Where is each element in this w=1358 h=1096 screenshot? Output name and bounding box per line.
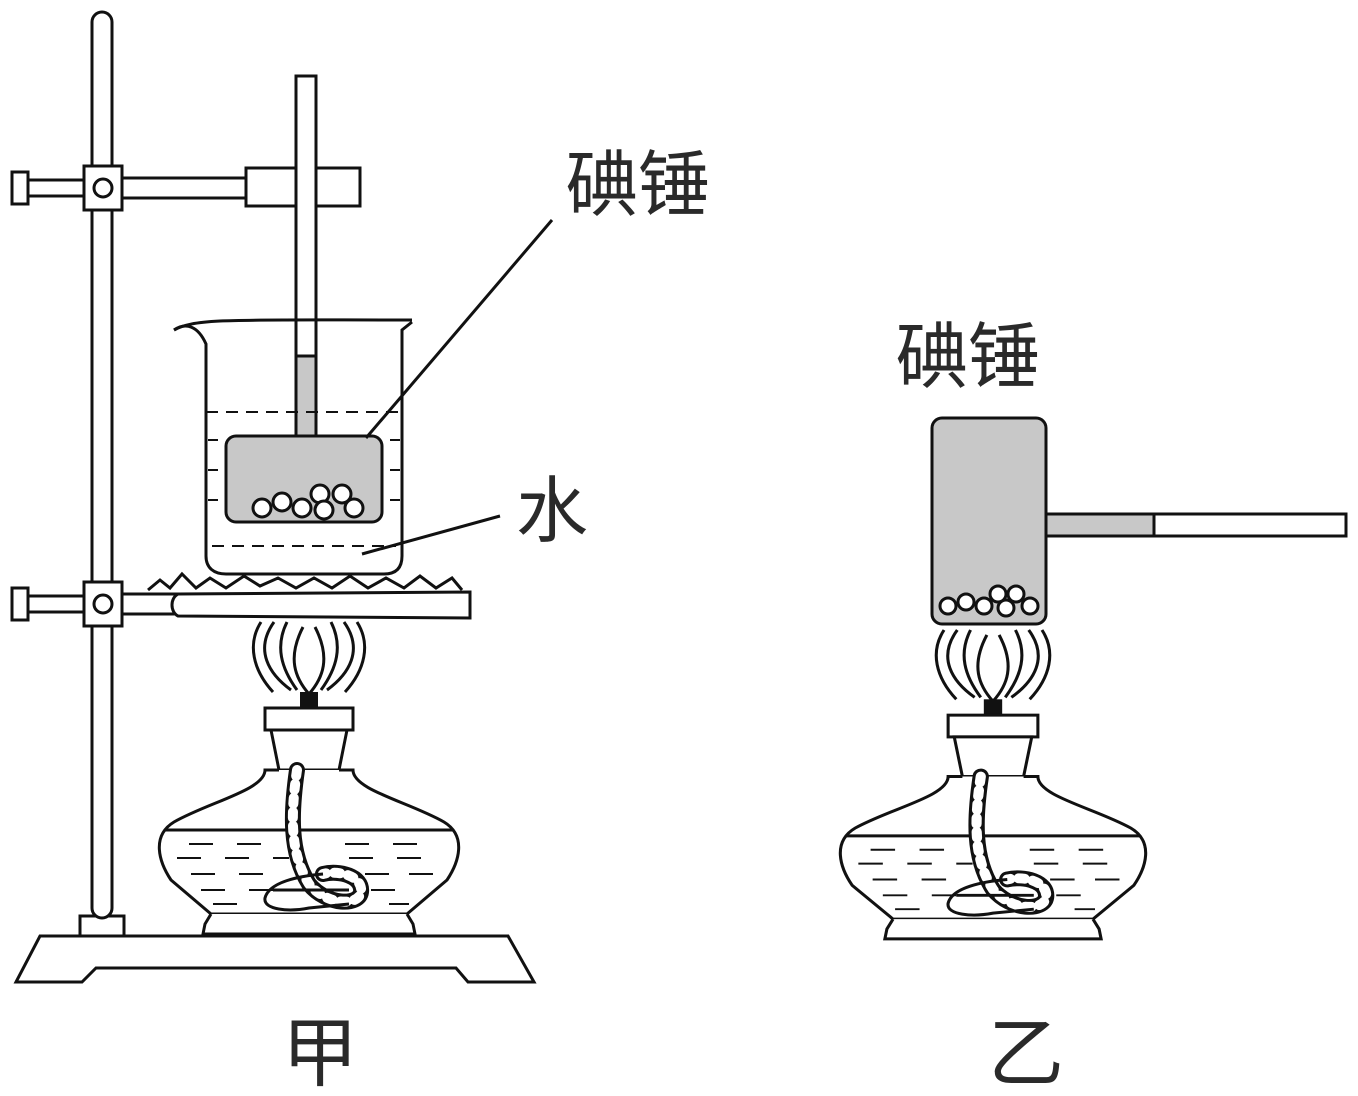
lower-clamp	[10, 580, 472, 628]
beaker	[173, 318, 413, 576]
alcohol-lamp-b	[840, 630, 1145, 939]
leader-line-water	[361, 514, 501, 556]
caption-b: 乙	[988, 1009, 1064, 1096]
iodine-hammer-a	[224, 434, 384, 524]
alcohol-lamp-a	[159, 622, 458, 934]
leader-line-hammer-a	[364, 219, 554, 439]
caption-a: 甲	[282, 1009, 358, 1096]
hammer-label-a: 碘锤	[566, 143, 710, 227]
iodine-hammer-b	[930, 416, 1348, 626]
wire-gauze	[147, 571, 464, 592]
hammer-handle-a	[294, 74, 318, 440]
iron-stand	[10, 10, 537, 984]
iodine-crystals-b	[938, 584, 1040, 618]
water-label: 水	[516, 469, 588, 553]
hammer-label-b: 碘锤	[896, 315, 1040, 399]
iodine-crystals-a	[251, 483, 365, 521]
